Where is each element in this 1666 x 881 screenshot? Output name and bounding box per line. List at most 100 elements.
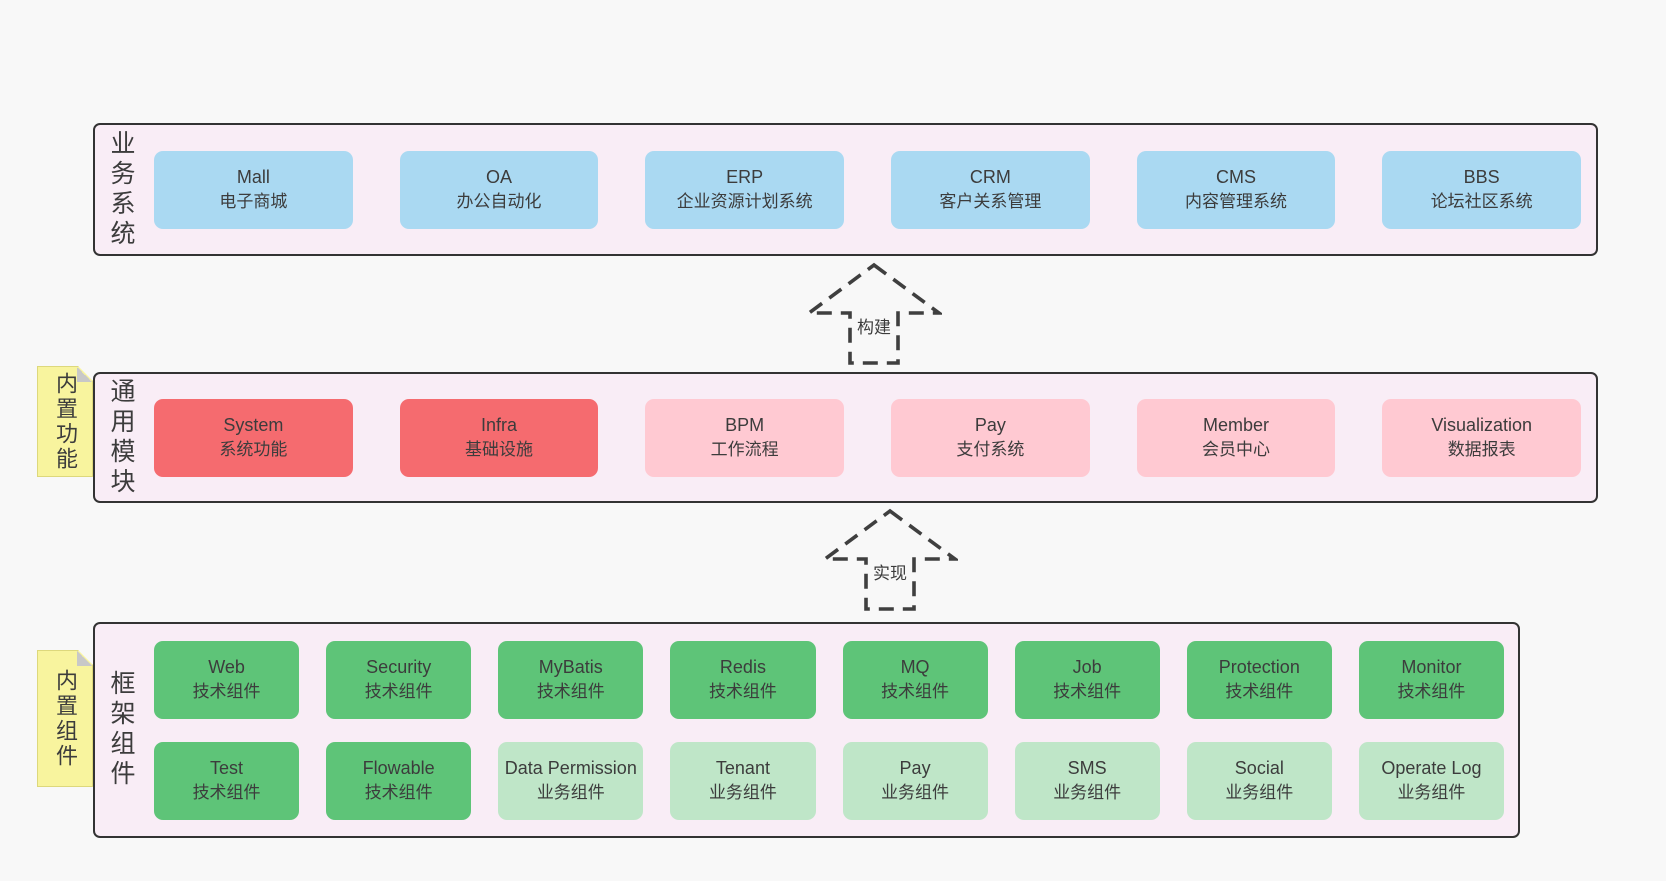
- box-title: CMS: [1216, 166, 1257, 187]
- implement-arrow: 实现: [822, 508, 958, 612]
- box-title: Monitor: [1401, 656, 1462, 677]
- box-subtitle: 办公自动化: [456, 192, 542, 212]
- box-title: Data Permission: [504, 757, 637, 778]
- modules-layer-label: 通用模块: [107, 377, 135, 498]
- box-title: Mall: [236, 166, 270, 187]
- components-layer-label: 框架组件: [107, 670, 135, 790]
- build-arrow: 构建: [806, 262, 942, 366]
- box-infra: Infra 基础设施: [399, 398, 599, 477]
- box-subtitle: 技术组件: [1053, 682, 1122, 702]
- box-subtitle: 技术组件: [192, 682, 261, 702]
- box-subtitle: 系统功能: [219, 440, 288, 460]
- box-flowable: Flowable 技术组件: [326, 741, 472, 820]
- box-title: SMS: [1067, 757, 1107, 778]
- modules-boxes-row: System 系统功能 Infra 基础设施 BPM 工作流程 Pay 支付系统…: [133, 398, 1596, 477]
- box-oa: OA 办公自动化: [399, 150, 599, 229]
- box-security: Security 技术组件: [326, 640, 472, 719]
- box-subtitle: 技术组件: [881, 682, 950, 702]
- box-subtitle: 电子商城: [219, 192, 288, 212]
- box-subtitle: 数据报表: [1447, 440, 1516, 460]
- box-title: Security: [366, 656, 432, 677]
- box-bpm: BPM 工作流程: [645, 398, 845, 477]
- box-title: Infra: [480, 414, 518, 435]
- box-subtitle: 技术组件: [708, 682, 777, 702]
- box-title: OA: [486, 166, 513, 187]
- box-title: Member: [1203, 414, 1270, 435]
- box-subtitle: 技术组件: [536, 682, 605, 702]
- box-subtitle: 支付系统: [956, 440, 1025, 460]
- up-arrow-icon: [822, 508, 958, 611]
- box-subtitle: 业务组件: [708, 783, 777, 803]
- components-row-1: Web 技术组件 Security 技术组件 MyBatis 技术组件 Redi…: [154, 640, 1504, 719]
- box-subtitle: 基础设施: [465, 440, 533, 460]
- box-subtitle: 业务组件: [1397, 783, 1466, 803]
- box-title: Test: [210, 757, 244, 778]
- box-subtitle: 技术组件: [364, 783, 433, 803]
- box-job: Job 技术组件: [1014, 640, 1160, 719]
- box-title: Tenant: [715, 757, 770, 778]
- business-layer-label: 业务系统: [107, 129, 135, 250]
- up-arrow-icon: [806, 262, 942, 365]
- box-protection: Protection 技术组件: [1186, 640, 1332, 719]
- framework-components-layer: 框架组件 Web 技术组件 Security 技术组件 MyBatis 技术组件…: [93, 622, 1520, 838]
- box-cms: CMS 内容管理系统: [1136, 150, 1336, 229]
- box-title: Pay: [899, 757, 931, 778]
- business-systems-layer: 业务系统 Mall 电子商城 OA 办公自动化 ERP 企业资源计划系统 CRM…: [93, 123, 1598, 256]
- box-social: Social 业务组件: [1186, 741, 1332, 820]
- box-subtitle: 业务组件: [881, 783, 950, 803]
- box-mq: MQ 技术组件: [842, 640, 988, 719]
- box-title: MQ: [900, 656, 930, 677]
- box-subtitle: 技术组件: [364, 682, 433, 702]
- box-title: Social: [1234, 757, 1284, 778]
- box-title: Redis: [719, 656, 766, 677]
- build-arrow-label: 构建: [854, 310, 894, 341]
- box-crm: CRM 客户关系管理: [891, 150, 1090, 229]
- sticky-label: 内置功能: [53, 371, 78, 472]
- box-visualization: Visualization 数据报表: [1382, 398, 1582, 477]
- box-subtitle: 企业资源计划系统: [676, 192, 813, 212]
- box-member: Member 会员中心: [1136, 398, 1336, 477]
- components-row-2: Test 技术组件 Flowable 技术组件 Data Permission …: [154, 741, 1504, 820]
- box-mall: Mall 电子商城: [154, 150, 353, 229]
- box-tenant: Tenant 业务组件: [670, 741, 816, 820]
- box-title: Pay: [974, 414, 1006, 435]
- box-mybatis: MyBatis 技术组件: [498, 640, 644, 719]
- box-sms: SMS 业务组件: [1014, 741, 1160, 820]
- box-operate-log: Operate Log 业务组件: [1358, 741, 1504, 820]
- implement-arrow-label: 实现: [870, 556, 910, 587]
- box-subtitle: 内容管理系统: [1185, 192, 1288, 212]
- box-title: BPM: [725, 414, 765, 435]
- components-rows: Web 技术组件 Security 技术组件 MyBatis 技术组件 Redi…: [133, 640, 1518, 820]
- box-title: Visualization: [1431, 414, 1533, 435]
- box-subtitle: 客户关系管理: [939, 192, 1042, 212]
- box-bbs: BBS 论坛社区系统: [1382, 150, 1582, 229]
- box-title: Web: [208, 656, 245, 677]
- box-erp: ERP 企业资源计划系统: [645, 150, 845, 229]
- box-subtitle: 业务组件: [1225, 783, 1294, 803]
- box-redis: Redis 技术组件: [670, 640, 816, 719]
- box-subtitle: 技术组件: [1225, 682, 1294, 702]
- box-test: Test 技术组件: [154, 741, 300, 820]
- sticky-note-builtin-features: 内置功能: [37, 366, 93, 477]
- folded-corner-icon: [77, 367, 92, 382]
- box-title: Operate Log: [1381, 757, 1482, 778]
- box-monitor: Monitor 技术组件: [1358, 640, 1504, 719]
- box-web: Web 技术组件: [154, 640, 300, 719]
- business-boxes-row: Mall 电子商城 OA 办公自动化 ERP 企业资源计划系统 CRM 客户关系…: [133, 150, 1596, 229]
- box-title: MyBatis: [538, 656, 603, 677]
- box-subtitle: 论坛社区系统: [1430, 192, 1533, 212]
- box-title: ERP: [726, 166, 764, 187]
- common-modules-layer: 通用模块 System 系统功能 Infra 基础设施 BPM 工作流程 Pay…: [93, 372, 1598, 503]
- folded-corner-icon: [77, 651, 92, 666]
- box-subtitle: 技术组件: [192, 783, 261, 803]
- box-data-permission: Data Permission 业务组件: [498, 741, 644, 820]
- box-subtitle: 业务组件: [1053, 783, 1122, 803]
- box-subtitle: 工作流程: [710, 440, 779, 460]
- box-system: System 系统功能: [154, 398, 353, 477]
- box-title: Job: [1072, 656, 1102, 677]
- sticky-note-builtin-components: 内置组件: [37, 650, 93, 787]
- box-pay-module: Pay 支付系统: [891, 398, 1090, 477]
- box-title: CRM: [969, 166, 1011, 187]
- box-title: BBS: [1463, 166, 1500, 187]
